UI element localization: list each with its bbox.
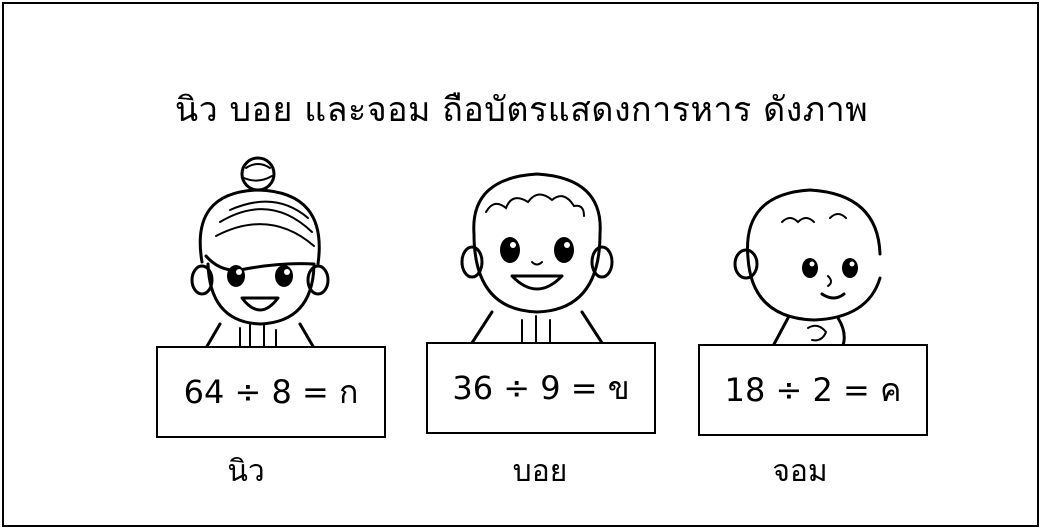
girl-with-bun-icon: [190, 156, 330, 348]
problem-statement: นิว บอย และจอม ถือบัตรแสดงการหาร ดังภาพ: [174, 90, 869, 130]
name-label-jom: จอม: [772, 454, 828, 489]
name-label-boy: บอย: [512, 454, 568, 489]
division-card-boy: 36 ÷ 9 = ข: [426, 342, 656, 434]
division-card-niw: 64 ÷ 8 = ก: [156, 346, 386, 438]
boy-looking-side-icon: [733, 188, 882, 348]
name-label-niw: นิว: [227, 454, 265, 489]
division-card-jom: 18 ÷ 2 = ค: [698, 344, 928, 436]
boy-smiling-icon: [460, 172, 614, 346]
